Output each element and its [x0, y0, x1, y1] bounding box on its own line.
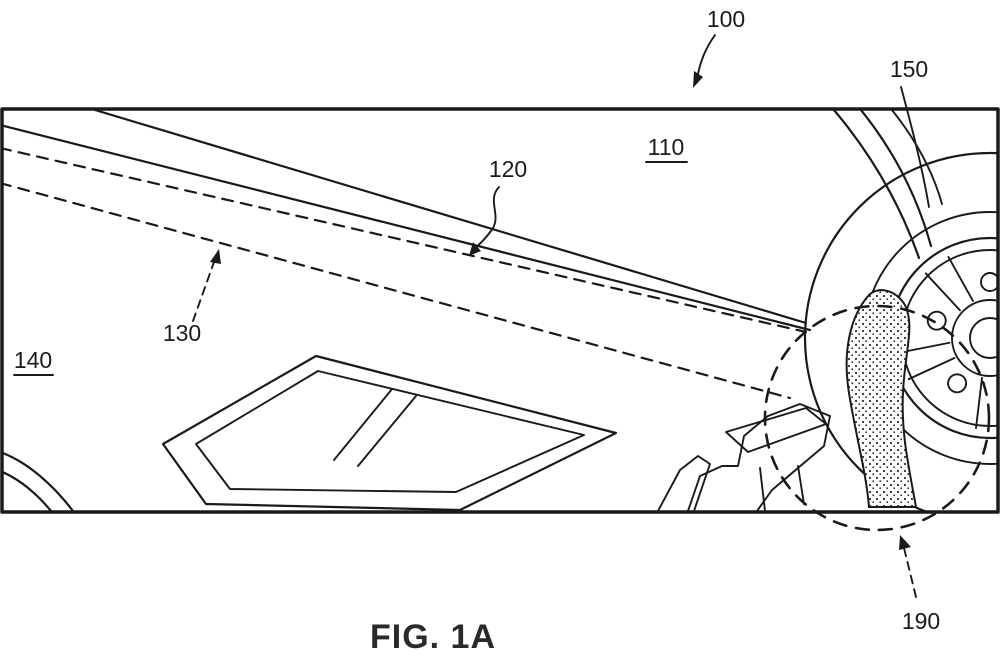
corner-panel-arc [3, 452, 74, 511]
wheel-spoke [975, 377, 998, 429]
ref-label-150: 150 [890, 56, 928, 82]
arrowhead-130 [210, 249, 221, 264]
detail-callout-circle [763, 304, 991, 532]
arrowhead-100 [693, 71, 703, 88]
air-deflector-stippled [845, 289, 918, 508]
bracket-strut [797, 465, 805, 505]
step-panel-rib [333, 388, 393, 461]
hidden-member-dashline-upper [3, 147, 808, 334]
leader-line-100 [696, 34, 716, 80]
underbody-step-panel-inner-edge [195, 370, 585, 493]
ref-label-120: 120 [489, 156, 527, 182]
wheel-hub-group [899, 256, 998, 429]
rocker-sill-lower-edge-line [3, 124, 812, 332]
arrowhead-190 [899, 535, 911, 550]
leader-line-120 [472, 186, 500, 251]
corner-panel-arc [3, 471, 52, 511]
ref-label-130: 130 [163, 320, 201, 346]
lug-nut [947, 373, 968, 394]
ref-label-100: 100 [707, 6, 745, 32]
ref-label-110: 110 [648, 134, 685, 160]
wheel-center-cap [969, 317, 998, 359]
suspension-bracket-outline [687, 403, 831, 511]
wheel-rim-inner [901, 249, 998, 427]
leader-line-130 [192, 261, 215, 322]
step-panel-rib [357, 395, 417, 467]
leader-line-190 [903, 547, 917, 598]
suspension-arm [725, 407, 827, 453]
fender-arch-arc [891, 110, 943, 205]
vehicle-body-frame [0, 107, 1000, 514]
rocker-sill-edge-line [94, 110, 808, 325]
wheel-spoke [899, 341, 956, 381]
arrowhead-120 [469, 242, 481, 256]
tire-outer-sidewall [803, 151, 998, 511]
lug-nut [980, 272, 998, 292]
ref-label-140: 140 [14, 347, 52, 373]
frame-clipped-content [3, 110, 998, 511]
ref-label-190: 190 [902, 608, 940, 634]
fender-arch-arc [833, 110, 921, 260]
hidden-member-dashline-lower [3, 182, 792, 400]
bracket-strut [759, 467, 766, 511]
jack-point-shape [657, 455, 711, 511]
fender-arch-arc [860, 110, 933, 248]
underbody-step-panel-outline [161, 354, 618, 511]
wheel-spoke [924, 256, 974, 312]
wheel-hub [951, 299, 998, 377]
leader-line-150 [900, 86, 930, 208]
figure-caption: FIG. 1A [370, 618, 496, 656]
